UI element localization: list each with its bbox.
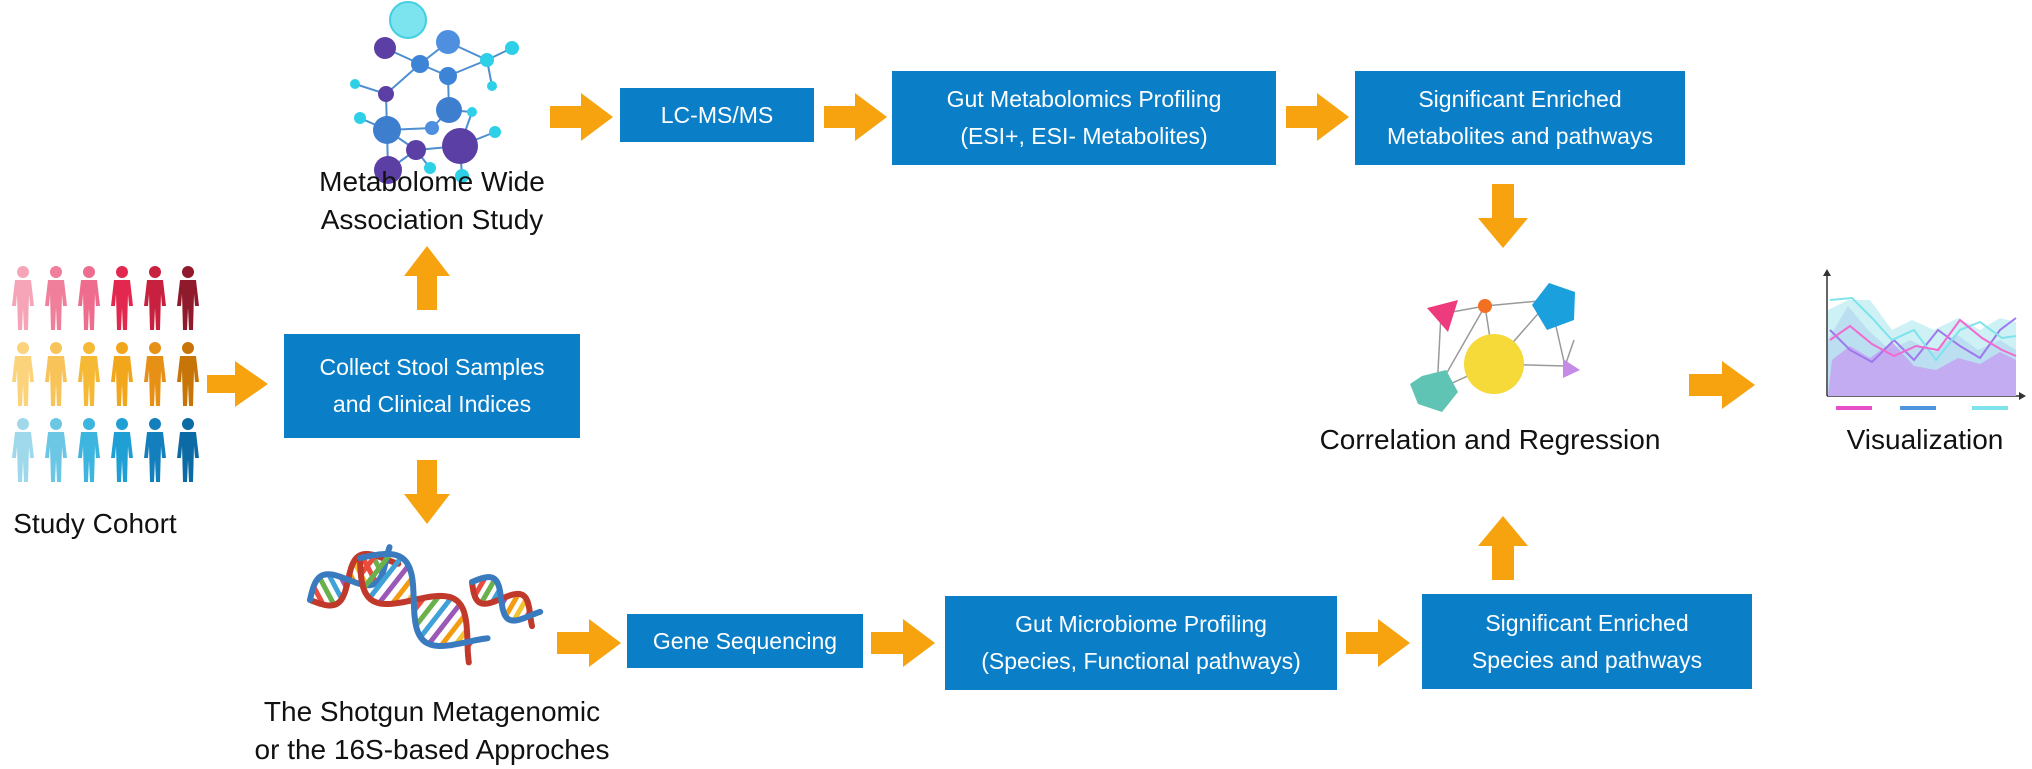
collect-samples-line1: Collect Stool Samples <box>319 354 545 380</box>
person-figure-icon <box>78 266 100 330</box>
gut-microbiome-line1: Gut Microbiome Profiling <box>1015 611 1267 637</box>
significant-species-line2: Species and pathways <box>1471 646 1703 673</box>
significant-metabolites-line2: Metabolites and pathways <box>1387 123 1653 149</box>
person-figure-icon <box>12 266 34 330</box>
lcms-box: LC-MS/MS <box>620 88 814 142</box>
gut-metabolomics-line1: Gut Metabolomics Profiling <box>946 86 1222 112</box>
significant-species-line1: Significant Enriched <box>1485 609 1689 636</box>
person-figure-icon <box>177 342 199 406</box>
molecule-network-icon <box>350 1 519 184</box>
arrow-correlation-to-visualization <box>1689 361 1755 409</box>
person-figure-icon <box>144 266 166 330</box>
person-figure-icon <box>45 266 67 330</box>
person-figure-icon <box>144 418 166 482</box>
significant-species-box: Significant Enriched Species and pathway… <box>1422 594 1752 689</box>
gut-metabolomics-line2: (ESI+, ESI- Metabolites) <box>960 123 1208 149</box>
mwas-label: Metabolome Wide Association Study <box>319 166 545 235</box>
person-figure-icon <box>111 266 133 330</box>
person-figure-icon <box>111 342 133 406</box>
person-figure-icon <box>45 418 67 482</box>
arrow-collect-to-metagenomic <box>404 460 450 524</box>
correlation-network-icon <box>1410 283 1580 412</box>
arrow-mwas-to-lcms <box>550 93 613 141</box>
arrow-cohort-to-collect <box>207 361 268 407</box>
person-figure-icon <box>12 342 34 406</box>
person-figure-icon <box>177 266 199 330</box>
study-cohort-people-icon <box>12 266 199 482</box>
arrow-metabolomics-to-significant <box>1286 93 1349 141</box>
person-figure-icon <box>45 342 67 406</box>
visualization-chart-icon <box>1823 269 2026 410</box>
arrow-lcms-to-metabolomics <box>824 93 887 141</box>
person-figure-icon <box>177 418 199 482</box>
significant-metabolites-line1: Significant Enriched <box>1418 86 1622 112</box>
significant-metabolites-box: Significant Enriched Metabolites and pat… <box>1355 71 1685 165</box>
arrow-gene-to-microbiome <box>871 619 935 667</box>
arrow-collect-to-mwas <box>404 246 450 310</box>
person-figure-icon <box>12 418 34 482</box>
lcms-label: LC-MS/MS <box>660 101 774 128</box>
flow-arrows <box>207 93 1755 667</box>
person-figure-icon <box>144 342 166 406</box>
gene-sequencing-label: Gene Sequencing <box>652 627 838 654</box>
arrow-microbiome-to-sig-species <box>1346 619 1410 667</box>
collect-samples-box: Collect Stool Samples and Clinical Indic… <box>284 334 580 438</box>
person-figure-icon <box>78 418 100 482</box>
arrow-sig-species-to-correlation <box>1478 516 1528 580</box>
metagenomic-label: The Shotgun Metagenomic or the 16S-based… <box>254 696 610 765</box>
person-figure-icon <box>78 342 100 406</box>
gene-sequencing-box: Gene Sequencing <box>627 614 863 668</box>
study-cohort-label: Study Cohort <box>13 508 177 539</box>
arrow-sig-metabolites-to-correlation <box>1478 184 1528 248</box>
gut-metabolomics-box: Gut Metabolomics Profiling (ESI+, ESI- M… <box>892 71 1276 165</box>
collect-samples-line2: and Clinical Indices <box>332 391 532 417</box>
dna-helix-icon <box>307 544 544 666</box>
gut-microbiome-box: Gut Microbiome Profiling (Species, Funct… <box>945 596 1337 690</box>
arrow-metagenomic-to-gene <box>557 619 621 667</box>
correlation-label: Correlation and Regression <box>1319 424 1661 455</box>
person-figure-icon <box>111 418 133 482</box>
visualization-label: Visualization <box>1846 424 2004 455</box>
gut-microbiome-line2: (Species, Functional pathways) <box>981 648 1301 674</box>
